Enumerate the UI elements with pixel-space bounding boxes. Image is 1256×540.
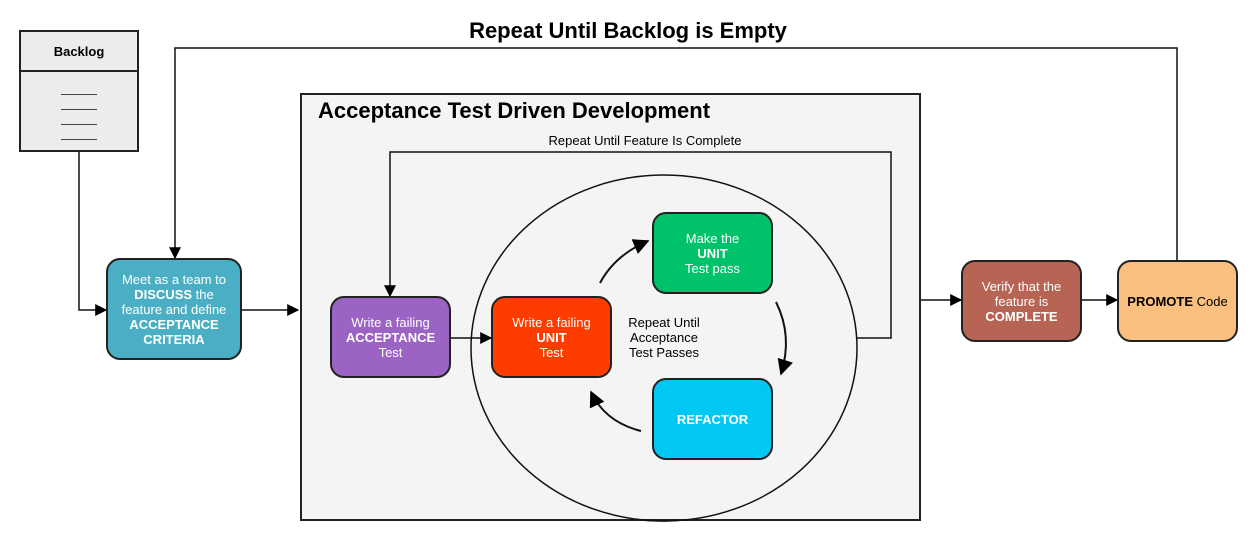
backlog-label: Backlog: [21, 32, 137, 72]
inner-loop-label: Repeat Until Feature Is Complete: [548, 133, 742, 148]
discuss-box: Meet as a team to DISCUSS the feature an…: [106, 258, 242, 360]
verify-complete-box: Verify that the feature is COMPLETE: [961, 260, 1082, 342]
backlog-line: [61, 94, 97, 95]
backlog-line: [61, 124, 97, 125]
unit-test-box: Write a failing UNIT Test: [491, 296, 612, 378]
frame-title: Acceptance Test Driven Development: [318, 98, 711, 123]
cycle-label: Repeat Until Acceptance Test Passes: [628, 315, 700, 360]
arrow-backlog-to-discuss: [78, 152, 108, 316]
diagram-title: Repeat Until Backlog is Empty: [469, 18, 787, 43]
backlog-line: [61, 139, 97, 140]
make-unit-pass-box: Make the UNIT Test pass: [652, 212, 773, 294]
promote-code-box: PROMOTE Code: [1117, 260, 1238, 342]
backlog-card: Backlog: [19, 30, 139, 152]
backlog-line: [61, 109, 97, 110]
arrow-outer-loop: [169, 47, 1178, 262]
refactor-box: REFACTOR: [652, 378, 773, 460]
acceptance-test-box: Write a failing ACCEPTANCE Test: [330, 296, 451, 378]
